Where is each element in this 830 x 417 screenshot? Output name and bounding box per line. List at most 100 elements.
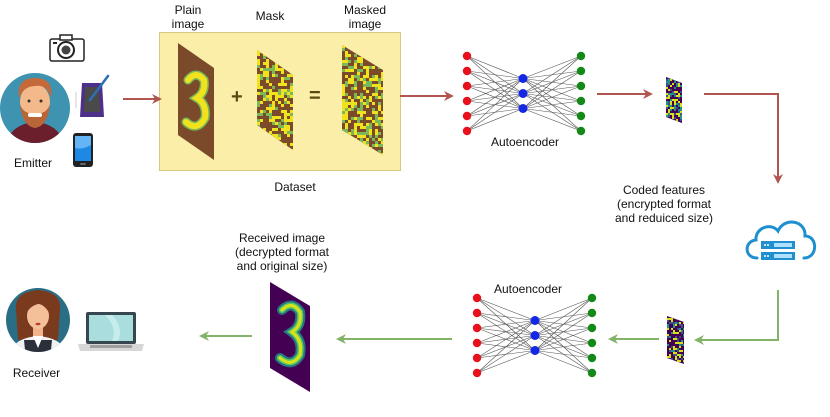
pixel — [290, 83, 293, 86]
pixel — [363, 84, 366, 87]
pixel — [269, 98, 272, 101]
pixel — [678, 81, 680, 83]
connection — [522, 55, 582, 94]
pixel — [669, 354, 671, 356]
pixel — [257, 80, 260, 83]
pixel — [675, 324, 677, 326]
pixel — [363, 78, 366, 81]
pixel — [345, 69, 348, 72]
pixel — [363, 45, 366, 48]
pixel — [372, 51, 375, 54]
pixel — [672, 113, 674, 115]
pixel — [257, 65, 260, 68]
pixel — [676, 91, 678, 93]
pixel — [290, 89, 293, 92]
pixel — [677, 358, 679, 360]
pixel — [675, 338, 677, 340]
pixel — [375, 123, 378, 126]
pixel — [342, 108, 345, 111]
pixel — [266, 137, 269, 140]
pixel — [680, 115, 682, 117]
smartphone-icon — [73, 133, 93, 167]
pixel — [378, 108, 381, 111]
pixel — [674, 81, 676, 83]
pixel — [342, 129, 345, 132]
pixel — [360, 126, 363, 129]
pixel — [677, 342, 679, 344]
pixel — [281, 95, 284, 98]
pixel — [675, 356, 677, 358]
pixel — [378, 132, 381, 135]
pixel — [342, 111, 345, 114]
pixel — [671, 350, 673, 352]
pixel — [354, 84, 357, 87]
pixel — [381, 117, 383, 120]
connection — [534, 297, 593, 351]
coded-features-image-encoded — [666, 77, 682, 123]
receiver-avatar — [6, 288, 70, 352]
pixel — [260, 101, 263, 104]
pixel — [257, 113, 260, 116]
pixel — [275, 98, 278, 101]
pixel — [667, 324, 669, 326]
pixel — [372, 60, 375, 63]
pixel — [360, 102, 363, 105]
pixel — [281, 68, 284, 71]
equals-operator: = — [309, 85, 321, 107]
pixel — [257, 59, 260, 62]
pixel — [287, 89, 290, 92]
pixel — [360, 48, 363, 51]
pixel — [360, 78, 363, 81]
output-neuron — [587, 293, 597, 303]
pixel — [683, 334, 684, 336]
pixel — [666, 113, 668, 115]
pixel — [351, 108, 354, 111]
input-neuron — [462, 51, 472, 61]
pixel — [263, 131, 266, 134]
pixel — [669, 318, 671, 320]
received-image-line-3: and original size) — [236, 259, 328, 273]
pixel — [667, 356, 669, 358]
pixel — [366, 123, 369, 126]
pixel — [372, 78, 375, 81]
connection — [476, 320, 536, 374]
pixel — [683, 362, 684, 364]
pixel — [360, 132, 363, 135]
pixel — [675, 336, 677, 338]
pixel — [260, 110, 263, 113]
pixel — [673, 354, 675, 356]
pixel — [348, 150, 351, 153]
pixel — [345, 105, 348, 108]
pixel — [269, 137, 272, 140]
connection — [466, 78, 524, 102]
pixel — [375, 63, 378, 66]
pixel — [351, 87, 354, 90]
pixel — [257, 128, 260, 131]
connection — [466, 78, 524, 132]
pixel — [679, 330, 681, 332]
pixel — [675, 352, 677, 354]
pixel — [287, 125, 290, 128]
latent-neuron — [518, 74, 528, 83]
pixel — [260, 131, 263, 134]
pixel — [351, 75, 354, 78]
pixel — [674, 95, 676, 97]
pixel — [369, 117, 372, 120]
pixel — [269, 116, 272, 119]
pixel — [357, 120, 360, 123]
pixel — [354, 123, 357, 126]
pixel — [381, 87, 383, 90]
pixel — [354, 138, 357, 141]
pixel — [670, 105, 672, 107]
connection — [522, 55, 582, 79]
connection — [466, 78, 524, 117]
pixel — [680, 117, 682, 119]
pixel — [284, 110, 287, 113]
pixel — [668, 93, 670, 95]
pixel — [290, 50, 293, 53]
pixel — [348, 108, 351, 111]
pixel — [672, 93, 674, 95]
pixel — [357, 108, 360, 111]
input-neuron — [472, 353, 482, 363]
connection — [534, 312, 593, 351]
